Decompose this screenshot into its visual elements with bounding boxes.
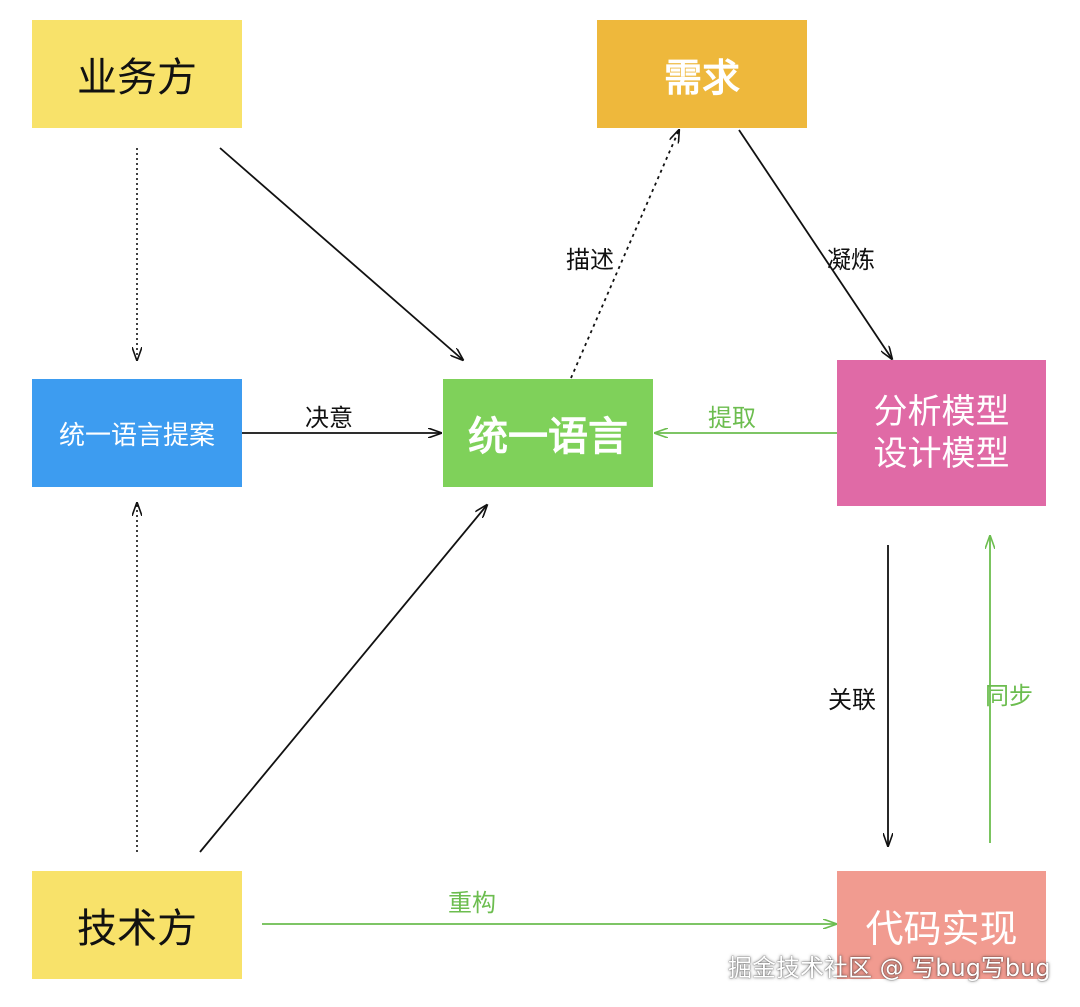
node-business-label: 业务方 bbox=[77, 55, 197, 101]
node-ubiquitous-label: 统一语言 bbox=[468, 414, 628, 460]
watermark: 掘金技术社区 @ 写bug写bug bbox=[728, 954, 1051, 982]
node-requirement: 需求 bbox=[597, 20, 807, 128]
node-technical-label: 技术方 bbox=[77, 906, 197, 952]
node-code: 代码实现 bbox=[837, 871, 1046, 979]
node-model: 分析模型 设计模型 bbox=[837, 360, 1046, 506]
node-business: 业务方 bbox=[32, 20, 242, 128]
edge-label-refactor: 重构 bbox=[448, 889, 496, 917]
node-model-label-2: 设计模型 bbox=[873, 434, 1010, 474]
node-model-label-1: 分析模型 bbox=[873, 392, 1010, 432]
edge-business-to-ubiquitous bbox=[219, 147, 463, 360]
node-ubiquitous-language: 统一语言 bbox=[443, 379, 653, 487]
edge-label-extract: 提取 bbox=[708, 404, 756, 432]
edge-label-decide: 决意 bbox=[305, 404, 353, 432]
node-technical: 技术方 bbox=[32, 871, 242, 979]
edge-label-sync: 同步 bbox=[985, 682, 1033, 710]
node-requirement-label: 需求 bbox=[663, 55, 740, 100]
node-proposal-label: 统一语言提案 bbox=[58, 420, 215, 451]
edge-label-refine: 凝炼 bbox=[827, 246, 875, 274]
node-proposal: 统一语言提案 bbox=[32, 379, 242, 487]
node-code-label: 代码实现 bbox=[865, 906, 1018, 951]
edge-label-describe: 描述 bbox=[566, 246, 614, 274]
edge-technical-to-ubiquitous bbox=[199, 505, 487, 853]
edge-requirement-to-model bbox=[738, 129, 892, 359]
edge-label-relate: 关联 bbox=[828, 686, 876, 714]
edge-ubiquitous-to-requirement bbox=[570, 130, 679, 379]
